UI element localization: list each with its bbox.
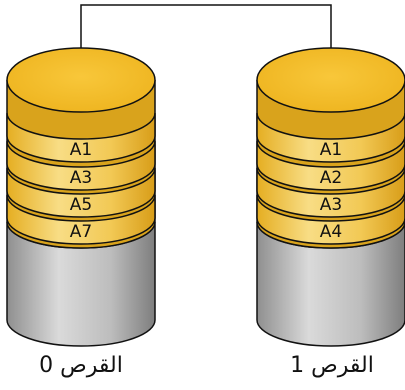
data-block-band <box>6 167 156 218</box>
block-label: A2 <box>320 168 342 188</box>
data-block-band <box>256 112 405 163</box>
data-block-band <box>256 140 405 191</box>
block-label: A7 <box>70 222 92 242</box>
data-block-band <box>6 194 156 245</box>
block-label: A1 <box>70 140 92 160</box>
data-block-band <box>6 112 156 163</box>
connector-line <box>80 4 332 80</box>
block-label: A4 <box>320 222 342 242</box>
data-block-band <box>256 194 405 245</box>
block-label: A5 <box>70 195 92 215</box>
disk-0-label: القرص 0 <box>11 352 151 380</box>
disk-top-cap <box>256 47 405 113</box>
data-block-band <box>256 167 405 218</box>
block-label: A3 <box>70 168 92 188</box>
disk-1-label-text: القرص 1 <box>290 353 374 378</box>
disk-0-label-text: القرص 0 <box>39 353 123 378</box>
data-block-band <box>6 140 156 191</box>
block-label: A3 <box>320 195 342 215</box>
disk-1-label: القرص 1 <box>262 352 402 380</box>
block-label: A1 <box>320 140 342 160</box>
disk-top-cap <box>6 47 156 113</box>
